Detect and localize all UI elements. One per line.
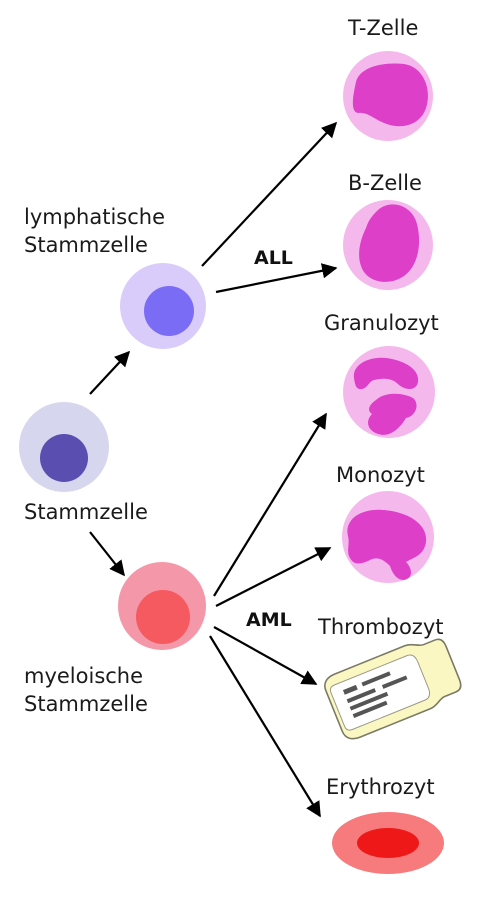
myeloid-label-line1: myeloische — [24, 664, 143, 688]
stem-cell-label: Stammzelle — [24, 500, 148, 524]
monocyte-label: Monozyt — [336, 463, 425, 487]
arrow-lymphatic-to-t-cell — [201, 121, 338, 267]
myeloid-label-line2: Stammzelle — [24, 692, 148, 716]
aml-label: AML — [246, 609, 292, 631]
erythrocyte-label: Erythrozyt — [326, 775, 435, 799]
arrows — [89, 121, 338, 818]
lymphatic-label-line1: lymphatische — [24, 205, 165, 229]
platelet-label: Thrombozyt — [317, 615, 443, 639]
arrow-myeloid-to-granulocyte — [213, 412, 327, 597]
myeloid-stem-cell — [118, 562, 206, 650]
arrow-myeloid-to-monocyte — [215, 547, 332, 607]
t-cell — [343, 51, 433, 141]
stem-cell — [19, 402, 109, 492]
arrow-myeloid-to-platelet — [213, 626, 318, 685]
all-label: ALL — [254, 247, 293, 269]
granulocyte — [343, 346, 435, 438]
lymphatic-stem-cell — [120, 263, 206, 349]
arrow-stem-to-myeloid — [89, 531, 125, 577]
platelet — [324, 638, 462, 740]
lymphatic-label-line2: Stammzelle — [24, 233, 148, 257]
granulocyte-label: Granulozyt — [324, 311, 439, 335]
erythrocyte — [332, 812, 444, 874]
b-cell-label: B-Zelle — [348, 171, 422, 195]
arrow-stem-to-lymphatic — [89, 350, 131, 395]
b-cell — [343, 200, 433, 290]
monocyte — [342, 491, 434, 583]
arrow-lymphatic-to-b-cell — [215, 263, 338, 294]
t-cell-label: T-Zelle — [347, 16, 418, 40]
arrow-myeloid-to-erythrocyte — [209, 635, 321, 818]
